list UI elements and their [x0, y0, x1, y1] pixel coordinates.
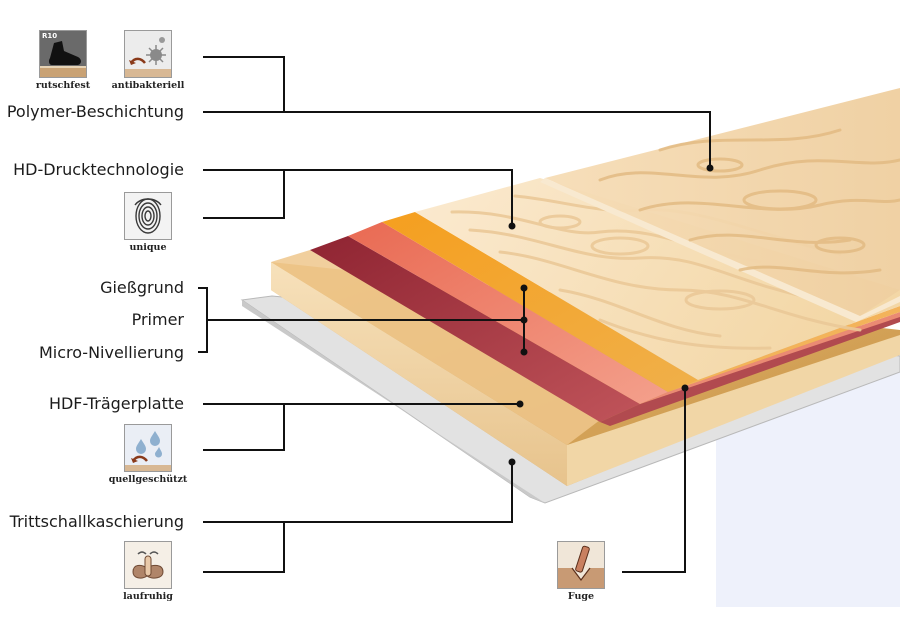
leader-joint: [622, 388, 686, 573]
caption-unique: unique: [129, 242, 167, 253]
leader-hd-icon: [203, 170, 285, 219]
r10-badge: R10: [42, 32, 58, 40]
caption-slip-resistant: rutschfest: [35, 80, 91, 91]
label-polymer-coating: Polymer-Beschichtung: [6, 102, 184, 121]
water-drops-icon: [124, 424, 172, 472]
caption-joint: Fuge: [567, 591, 595, 602]
caption-antibacterial: antibakteriell: [111, 80, 185, 91]
label-hdf-board: HDF-Trägerplatte: [48, 394, 184, 413]
fingerprint-icon: [124, 192, 172, 240]
caption-quiet: laufruhig: [123, 591, 173, 602]
leader-dots: [508, 164, 714, 466]
label-primer: Primer: [131, 310, 184, 329]
label-hd-print: HD-Drucktechnologie: [13, 160, 184, 179]
label-micro-leveling: Micro-Nivellierung: [38, 343, 184, 362]
primer-layer: [348, 222, 900, 404]
polymer-layer: [540, 88, 900, 322]
leader-hdf-icon: [203, 404, 285, 451]
joint-icon: [557, 541, 605, 589]
leader-impact-sound: [203, 462, 513, 523]
caption-swelling-protected: quellgeschützt: [108, 474, 188, 485]
micro-leveling-layer: [310, 236, 900, 426]
leader-bracket: [198, 287, 208, 353]
label-impact-sound: Trittschallkaschierung: [9, 512, 184, 531]
leader-hd-print: [203, 169, 513, 226]
label-casting-base: Gießgrund: [100, 278, 184, 297]
leader-impact-icon: [203, 522, 285, 573]
shoe-icon: [39, 30, 87, 78]
quiet-finger-icon: [124, 541, 172, 589]
leader-lines: [198, 56, 711, 573]
leader-polymer-icons: [203, 56, 285, 112]
leader-polymer: [203, 111, 711, 168]
bacteria-icon: [124, 30, 172, 78]
